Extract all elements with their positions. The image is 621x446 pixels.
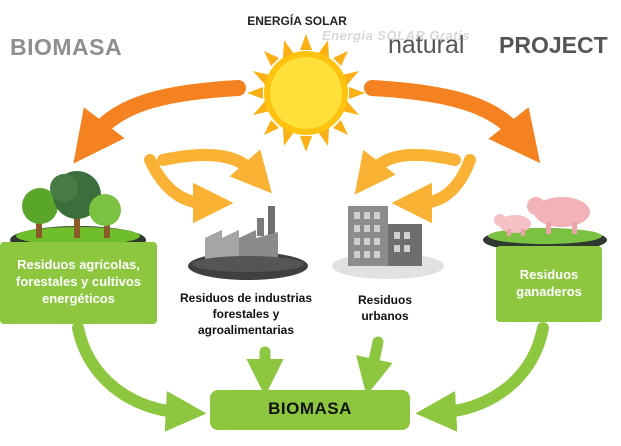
- arrow-to-factory-left: [144, 154, 234, 224]
- brand-natural: natural: [388, 31, 465, 59]
- watermark-text: Energía SOLAR Gratis: [322, 28, 470, 43]
- factory-icon: [188, 206, 308, 280]
- page-title: BIOMASA: [10, 34, 123, 60]
- final-biomasa-label: BIOMASA: [268, 399, 352, 418]
- sun-to-agricultural-arrow: [73, 80, 246, 164]
- livestock-to-biomasa-arrow: [415, 322, 549, 432]
- arrow-to-urban-right: [391, 154, 476, 224]
- pigs-icon: [483, 197, 607, 252]
- urban-to-biomasa-arrow: [356, 336, 393, 396]
- buildings-icon: [332, 206, 444, 279]
- final-biomasa-box: [210, 390, 410, 430]
- industrial-label: Residuos de industrias forestales y agro…: [179, 291, 313, 337]
- urban-label: Residuos urbanos: [357, 293, 412, 323]
- agricultural-to-biomasa-arrow: [72, 322, 207, 432]
- sun-icon: [247, 34, 365, 152]
- trees-icon: [10, 171, 146, 254]
- sun-label: ENERGÍA SOLAR: [247, 14, 347, 28]
- livestock-label: Residuos ganaderos: [516, 267, 582, 299]
- agricultural-label: Residuos agrícolas, forestales y cultivo…: [16, 257, 141, 306]
- arrow-to-factory-top: [157, 148, 272, 194]
- livestock-box: [496, 246, 602, 322]
- sun-to-livestock-arrow: [364, 80, 541, 164]
- arrow-to-urban-top: [354, 148, 461, 195]
- brand-project: PROJECT: [499, 32, 608, 58]
- agricultural-box: [0, 242, 157, 324]
